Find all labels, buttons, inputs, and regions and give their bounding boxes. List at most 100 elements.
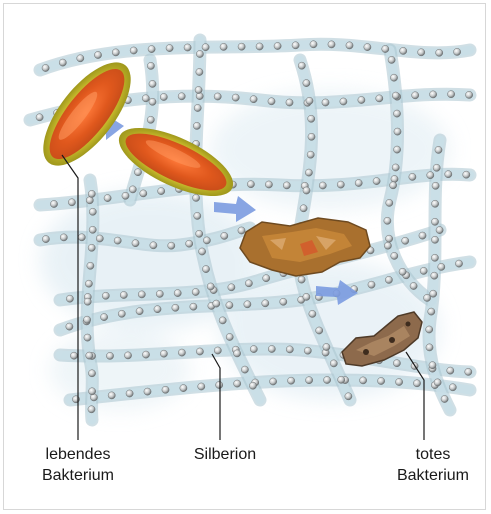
silver-ion-bead-icon [328,41,335,48]
silver-ion-bead-icon [402,237,409,244]
silver-ion-bead-icon [86,352,93,359]
silver-ion-bead-icon [445,171,452,178]
silver-ion-bead-icon [226,333,233,340]
silver-ion-bead-icon [250,346,257,353]
silver-ion-bead-icon [42,64,49,71]
silver-ion-bead-icon [50,200,57,207]
silver-ion-bead-icon [330,360,337,367]
silver-ion-bead-icon [198,383,205,390]
silver-ion-bead-icon [412,92,419,99]
silver-ion-bead-icon [376,95,383,102]
silver-ion-bead-icon [232,94,239,101]
silver-ion-bead-icon [382,45,389,52]
silver-ion-bead-icon [160,350,167,357]
silver-ion-bead-icon [268,345,275,352]
silver-ion-bead-icon [436,227,443,234]
silver-ion-bead-icon [147,116,154,123]
silver-ion-bead-icon [420,267,427,274]
silver-ion-bead-icon [358,96,365,103]
silver-ion-bead-icon [306,377,313,384]
silver-ion-bead-icon [84,316,91,323]
silver-ion-bead-icon [386,199,393,206]
silver-ion-bead-icon [447,367,454,374]
silver-ion-bead-icon [178,93,185,100]
silver-ion-bead-icon [196,230,203,237]
silver-ion-bead-icon [274,42,281,49]
silver-ion-bead-icon [431,254,438,261]
silver-ion-bead-icon [226,302,233,309]
silver-ion-bead-icon [378,377,385,384]
silver-ion-bead-icon [241,366,248,373]
silver-ion-bead-icon [124,352,131,359]
label-silver-ion: Silberion [180,444,270,465]
silver-ion-bead-icon [390,182,397,189]
silver-ion-bead-icon [228,284,235,291]
silver-ion-bead-icon [234,380,241,387]
silver-ion-bead-icon [385,276,392,283]
silver-ion-bead-icon [392,164,399,171]
silver-ion-bead-icon [388,56,395,63]
silver-ion-bead-icon [322,99,329,106]
silver-ion-bead-icon [174,290,181,297]
silver-ion-bead-icon [70,352,77,359]
silver-ion-bead-icon [87,262,94,269]
silver-ion-bead-icon [193,122,200,129]
silver-ion-bead-icon [114,237,121,244]
silver-ion-bead-icon [162,386,169,393]
silver-ion-bead-icon [360,377,367,384]
silver-ion-bead-icon [303,187,310,194]
silver-ion-bead-icon [303,80,310,87]
silver-ion-bead-icon [77,55,84,62]
silver-ion-bead-icon [202,266,209,273]
silver-ion-bead-icon [220,43,227,50]
silver-ion-bead-icon [310,41,317,48]
silver-ion-bead-icon [132,240,139,247]
silver-ion-bead-icon [309,310,316,317]
silver-ion-bead-icon [122,192,129,199]
silver-ion-bead-icon [86,197,93,204]
silver-ion-bead-icon [88,244,95,251]
silver-ion-bead-icon [431,272,438,279]
label-dead-bacterium: totes Bakterium [388,444,478,486]
silver-ion-bead-icon [384,217,391,224]
silver-ion-bead-icon [85,280,92,287]
silver-ion-bead-icon [292,42,299,49]
silver-ion-bead-icon [305,169,312,176]
silver-ion-bead-icon [432,182,439,189]
silver-ion-bead-icon [428,308,435,315]
silver-ion-bead-icon [393,110,400,117]
silver-ion-bead-icon [430,290,437,297]
silver-ion-bead-icon [129,186,136,193]
silver-ion-bead-icon [298,276,305,283]
silver-ion-bead-icon [298,62,305,69]
silver-ion-bead-icon [435,146,442,153]
silver-ion-bead-icon [238,43,245,50]
silver-ion-bead-icon [142,351,149,358]
silver-ion-bead-icon [340,98,347,105]
silver-ion-bead-icon [94,51,101,58]
silver-ion-bead-icon [280,298,287,305]
silver-ion-bead-icon [338,376,345,383]
silver-ion-bead-icon [368,281,375,288]
silver-ion-bead-icon [391,175,398,182]
silver-ion-bead-icon [118,310,125,317]
silver-ion-bead-icon [96,235,103,242]
silver-ion-bead-icon [134,169,141,176]
silver-ion-bead-icon [337,181,344,188]
silver-ion-bead-icon [112,49,119,56]
silver-ion-bead-icon [156,290,163,297]
silver-ion-bead-icon [108,392,115,399]
silver-ion-bead-icon [136,308,143,315]
silver-ion-bead-icon [426,326,433,333]
silver-ion-bead-icon [394,146,401,153]
silver-ion-bead-icon [346,42,353,49]
silver-ion-bead-icon [286,99,293,106]
silver-ion-bead-icon [84,334,91,341]
silver-ion-bead-icon [319,182,326,189]
silver-ion-bead-icon [214,347,221,354]
silver-ion-bead-icon [463,171,470,178]
silver-ion-bead-icon [265,181,272,188]
leader-line-silver [212,354,220,440]
silver-ion-bead-icon [270,378,277,385]
silver-ion-bead-icon [168,242,175,249]
